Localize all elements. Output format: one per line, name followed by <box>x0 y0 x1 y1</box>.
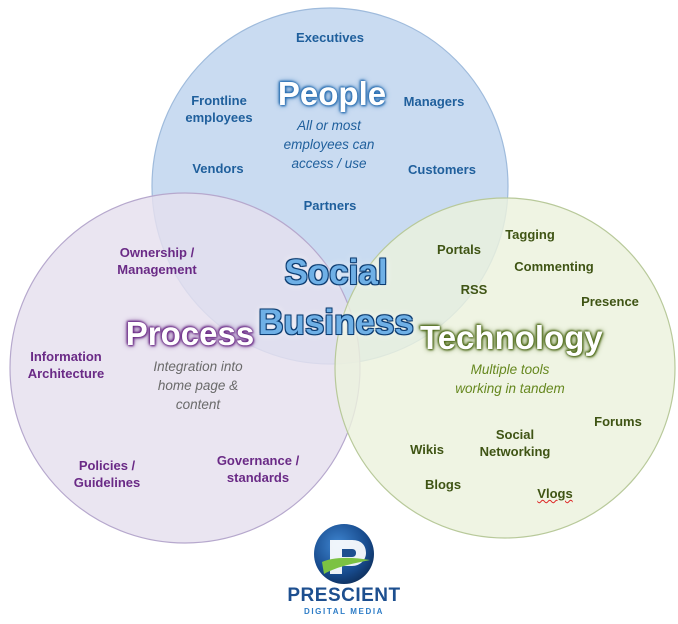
managers-label: Managers <box>403 94 465 109</box>
technology-desc-line-1: Multiple tools <box>470 362 550 377</box>
governance-standards-label: Governance / standards <box>206 452 310 486</box>
center-social: Social <box>284 253 388 292</box>
frontline-line-2: employees <box>185 110 253 125</box>
people-title: People <box>277 75 387 112</box>
policies-line-1: Policies / <box>78 458 136 473</box>
people-description: All or most employees can access / use <box>264 116 394 173</box>
technology-description: Multiple tools working in tandem <box>430 360 590 398</box>
executives-label: Executives <box>296 30 364 45</box>
rss-label: RSS <box>460 282 488 297</box>
governance-line-2: standards <box>226 470 290 485</box>
people-desc-line-2: employees can <box>283 137 375 152</box>
technology-circle <box>334 197 676 539</box>
people-desc-line-1: All or most <box>297 118 361 133</box>
information-line-2: Architecture <box>27 366 105 381</box>
vlogs-label: Vlogs <box>537 486 573 501</box>
policies-guidelines-label: Policies / Guidelines <box>62 457 152 491</box>
commenting-label: Commenting <box>514 259 594 274</box>
frontline-line-1: Frontline <box>191 93 247 108</box>
tagging-label: Tagging <box>505 227 555 242</box>
process-description: Integration into home page & content <box>136 357 260 414</box>
process-desc-line-2: home page & <box>157 378 239 393</box>
ownership-line-2: Management <box>117 262 197 277</box>
social-networking-line-2: Networking <box>479 444 551 459</box>
process-desc-line-3: content <box>175 397 221 412</box>
frontline-employees-label: Frontline employees <box>174 92 264 126</box>
vendors-label: Vendors <box>192 161 244 176</box>
prescient-p-logo-icon <box>314 524 374 584</box>
process-title: Process <box>125 315 255 352</box>
policies-line-2: Guidelines <box>73 475 141 490</box>
logo-tagline: DIGITAL MEDIA <box>303 607 385 616</box>
wikis-label: Wikis <box>410 442 444 457</box>
social-networking-label: Social Networking <box>470 426 560 460</box>
partners-label: Partners <box>303 198 357 213</box>
social-networking-line-1: Social <box>495 427 535 442</box>
presence-label: Presence <box>581 294 639 309</box>
logo-name: PRESCIENT <box>287 585 401 606</box>
technology-desc-line-2: working in tandem <box>455 381 565 396</box>
ownership-line-1: Ownership / <box>119 245 195 260</box>
governance-line-1: Governance / <box>216 453 300 468</box>
information-line-1: Information <box>30 349 102 364</box>
information-architecture-label: Information Architecture <box>16 348 116 382</box>
portals-label: Portals <box>436 242 482 257</box>
forums-label: Forums <box>594 414 642 429</box>
center-business: Business <box>258 303 414 342</box>
prescient-logo: PRESCIENT DIGITAL MEDIA <box>280 522 408 618</box>
ownership-management-label: Ownership / Management <box>104 244 210 278</box>
customers-label: Customers <box>408 162 476 177</box>
blogs-label: Blogs <box>424 477 462 492</box>
process-desc-line-1: Integration into <box>153 359 243 374</box>
technology-title: Technology <box>420 319 603 356</box>
people-desc-line-3: access / use <box>291 156 367 171</box>
